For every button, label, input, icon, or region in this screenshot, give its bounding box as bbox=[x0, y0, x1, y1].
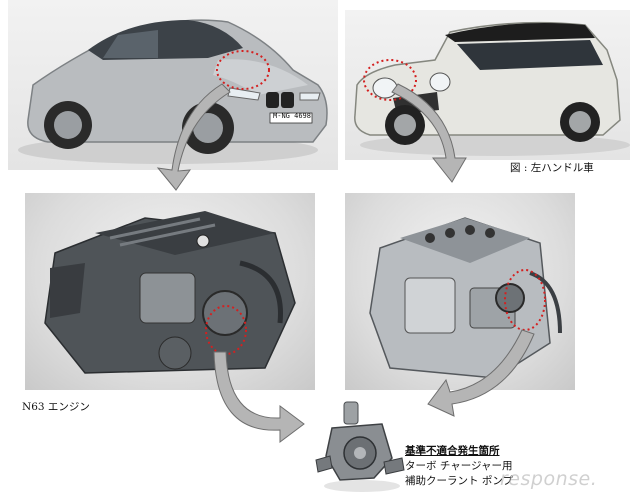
mini-location-marker bbox=[363, 59, 417, 101]
defect-location-note: 基準不適合発生箇所 ターボ チャージャー用 補助クーラント ポンプ bbox=[405, 444, 605, 489]
defect-line-2: 補助クーラント ポンプ bbox=[405, 475, 514, 487]
engine-label-caption: N63 エンジン bbox=[22, 401, 90, 413]
license-plate-text: M-NG 4698 bbox=[273, 112, 311, 120]
mini-pump-marker bbox=[504, 269, 546, 331]
arrow-mini-to-engine bbox=[391, 83, 467, 183]
bmw-location-marker bbox=[216, 50, 270, 90]
arrow-mini-engine-to-pump bbox=[427, 329, 535, 417]
defect-heading: 基準不適合発生箇所 bbox=[405, 445, 500, 457]
arrow-bmw-to-engine bbox=[156, 83, 231, 191]
arrow-engine-to-pump bbox=[213, 351, 305, 443]
bmw-sedan-photo: M-NG 4698 bbox=[8, 0, 338, 170]
mini-countryman-photo bbox=[345, 10, 630, 160]
response-watermark: response. bbox=[500, 468, 598, 490]
defect-line-1: ターボ チャージャー用 bbox=[405, 460, 513, 472]
mini-engine-photo bbox=[345, 193, 575, 390]
coolant-pump-photo bbox=[312, 398, 407, 496]
figure-note-caption: 図 : 左ハンドル車 bbox=[510, 162, 594, 174]
n63-pump-marker bbox=[205, 305, 247, 355]
n63-engine-photo bbox=[25, 193, 315, 390]
